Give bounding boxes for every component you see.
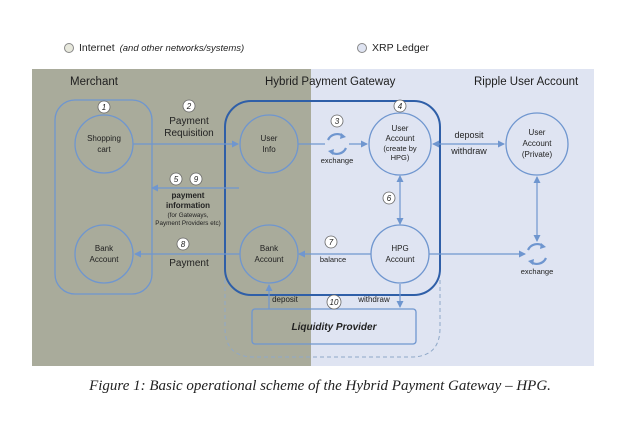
bank-account-gateway-label-2: Account: [255, 255, 285, 264]
user-account-hpg-label-2: Account: [386, 134, 416, 143]
svg-text:3: 3: [335, 117, 340, 126]
svg-text:6: 6: [387, 194, 392, 203]
payment-requisition-label-2: Requisition: [164, 128, 213, 139]
bank-account-gateway-label-1: Bank: [260, 244, 279, 253]
legend-xrp-label: XRP Ledger: [372, 42, 430, 54]
payment-information-label-2: information: [166, 201, 210, 210]
svg-text:5: 5: [174, 175, 179, 184]
bank-account-merchant-node: Bank Account: [74, 224, 134, 284]
shopping-cart-label-2: cart: [97, 145, 111, 154]
legend-internet-label: Internet: [79, 42, 115, 54]
xrp-swatch: [357, 43, 367, 53]
exchange-cycle-icon-ripple: [526, 243, 548, 265]
payment-information-note-2: Payment Providers etc): [155, 220, 220, 227]
user-account-private-node: User Account (Private): [505, 112, 569, 176]
liquidity-provider-label: Liquidity Provider: [291, 322, 377, 333]
user-account-hpg-label-1: User: [392, 124, 409, 133]
step-badge-3: 3: [330, 114, 344, 128]
user-account-private-label-1: User: [529, 128, 546, 137]
hpg-account-label-1: HPG: [391, 244, 408, 253]
gateway-dashed-extension: [224, 280, 441, 358]
step-badge-4: 4: [393, 99, 407, 113]
step-badge-2: 2: [182, 99, 196, 113]
user-account-private-label-3: (Private): [522, 150, 553, 159]
merchant-header: Merchant: [70, 76, 118, 88]
withdraw-label-top: withdraw: [450, 146, 487, 156]
ripple-header: Ripple User Account: [474, 76, 579, 88]
step-badge-1: 1: [97, 100, 111, 114]
exchange-cycle-icon: [326, 133, 348, 155]
payment-information-label-1: payment: [172, 191, 205, 200]
svg-text:7: 7: [329, 238, 334, 247]
svg-text:8: 8: [181, 240, 186, 249]
payment-requisition-label-1: Payment: [169, 116, 209, 127]
withdraw-label-bottom: withdraw: [357, 295, 390, 304]
svg-text:2: 2: [186, 102, 192, 111]
user-info-label-2: Info: [262, 145, 276, 154]
internet-region: [32, 69, 311, 366]
user-info-node: User Info: [239, 114, 299, 174]
svg-text:1: 1: [102, 103, 106, 112]
svg-text:9: 9: [194, 175, 199, 184]
step-badge-10: 10: [326, 294, 342, 310]
balance-label: balance: [320, 255, 346, 264]
exchange-ripple-label: exchange: [521, 267, 554, 276]
exchange-label: exchange: [321, 156, 354, 165]
step-badge-9: 9: [189, 172, 203, 186]
payment-information-note-1: (for Gateways,: [168, 212, 209, 219]
payment-label: Payment: [169, 258, 209, 269]
figure-caption: Figure 1: Basic operational scheme of th…: [89, 378, 551, 394]
hpg-account-node: HPG Account: [370, 224, 430, 284]
bank-account-merchant-label-1: Bank: [95, 244, 114, 253]
svg-text:4: 4: [398, 102, 403, 111]
bank-account-gateway-node: Bank Account: [239, 224, 299, 284]
step-badge-8: 8: [176, 237, 190, 251]
user-account-hpg-label-4: HPG): [391, 153, 410, 162]
legend-internet: Internet (and other networks/systems): [64, 42, 244, 54]
shopping-cart-label-1: Shopping: [87, 134, 121, 143]
user-account-hpg-label-3: (create by: [383, 144, 417, 153]
hpg-account-label-2: Account: [386, 255, 416, 264]
step-badge-6: 6: [382, 191, 396, 205]
internet-swatch: [64, 43, 74, 53]
step-badge-5: 5: [169, 172, 183, 186]
svg-text:10: 10: [330, 298, 339, 307]
liquidity-provider-box: Liquidity Provider: [251, 308, 417, 345]
user-info-label-1: User: [261, 134, 278, 143]
xrp-ledger-region: [311, 69, 594, 366]
user-account-private-label-2: Account: [523, 139, 553, 148]
step-badge-7: 7: [324, 235, 338, 249]
deposit-label-bottom: deposit: [272, 295, 299, 304]
user-account-hpg-node: User Account (create by HPG): [368, 112, 432, 176]
merchant-group-box: [54, 99, 153, 295]
legend-internet-note: (and other networks/systems): [119, 42, 245, 54]
bank-account-merchant-label-2: Account: [90, 255, 120, 264]
legend-xrp: XRP Ledger: [357, 42, 429, 54]
deposit-label-top: deposit: [454, 130, 484, 140]
shopping-cart-node: Shopping cart: [74, 114, 134, 174]
gateway-header: Hybrid Payment Gateway: [265, 76, 396, 88]
